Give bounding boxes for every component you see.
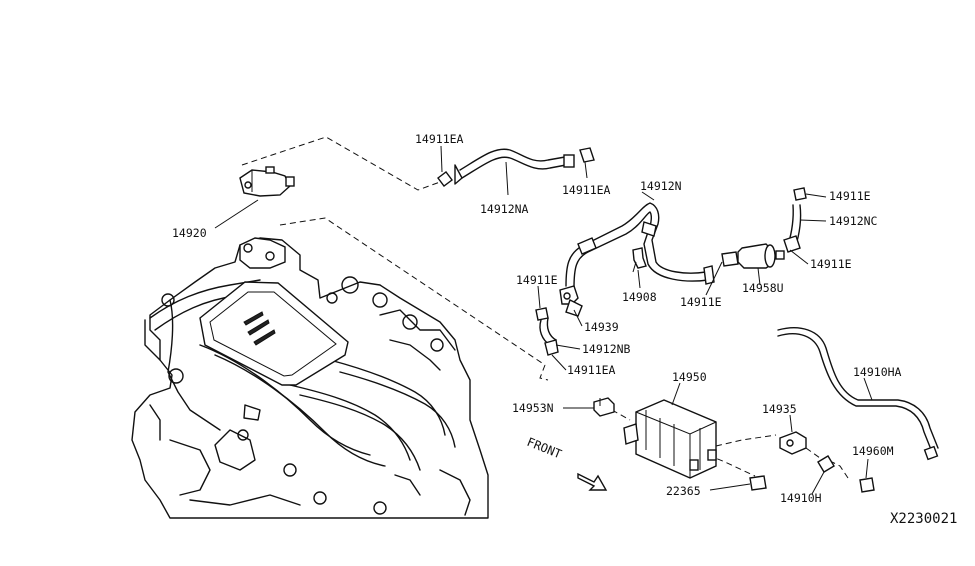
label-14960M: 14960M	[852, 444, 894, 458]
label-14911E-left: 14911E	[516, 273, 558, 287]
label-14920: 14920	[172, 226, 207, 240]
label-14912N: 14912N	[640, 179, 682, 193]
label-14911EA-bottom: 14911EA	[567, 363, 616, 377]
routing-dashed-lines	[241, 136, 849, 479]
valve-14935	[779, 431, 807, 455]
label-14939: 14939	[584, 320, 619, 334]
hose-14910H	[817, 455, 835, 473]
connector-22365	[749, 475, 767, 491]
callout-labels: 14911EA 14911EA 14912NA 14920 14912N 149…	[172, 132, 957, 527]
label-14910H: 14910H	[780, 491, 822, 505]
bracket-14953N	[593, 397, 615, 417]
label-14911E-right: 14911E	[810, 257, 852, 271]
label-14911EA-top: 14911EA	[415, 132, 464, 146]
fitting-14960M	[859, 477, 875, 493]
hose-14912N	[565, 202, 715, 289]
canister-14950	[623, 399, 717, 479]
tube-14910HA	[777, 327, 939, 461]
hose-14912NC	[783, 187, 807, 253]
clamp-14911E-left	[535, 307, 549, 321]
leader-lines	[214, 145, 873, 495]
label-14912NA: 14912NA	[480, 202, 529, 216]
label-14935: 14935	[762, 402, 797, 416]
hose-14912NA	[437, 147, 595, 187]
label-14912NB: 14912NB	[582, 342, 631, 356]
label-14910HA: 14910HA	[853, 365, 902, 379]
diagram-code: X2230021	[890, 511, 957, 527]
label-14911EA-right: 14911EA	[562, 183, 611, 197]
label-14958U: 14958U	[742, 281, 784, 295]
connector-14939	[559, 285, 583, 317]
label-14950: 14950	[672, 370, 707, 384]
hose-14912NB	[539, 317, 559, 356]
clip-14908	[632, 247, 647, 273]
label-14911E-mid: 14911E	[680, 295, 722, 309]
engine-intake-manifold	[131, 237, 489, 519]
label-14912NC: 14912NC	[829, 214, 878, 228]
label-22365: 22365	[666, 484, 701, 498]
label-14908: 14908	[622, 290, 657, 304]
front-arrow	[577, 472, 608, 491]
purge-valve-14920	[239, 166, 295, 197]
filter-14958U	[721, 243, 785, 269]
label-14911E-top: 14911E	[829, 189, 871, 203]
front-label: FRONT	[525, 435, 564, 462]
label-14953N: 14953N	[512, 401, 554, 415]
